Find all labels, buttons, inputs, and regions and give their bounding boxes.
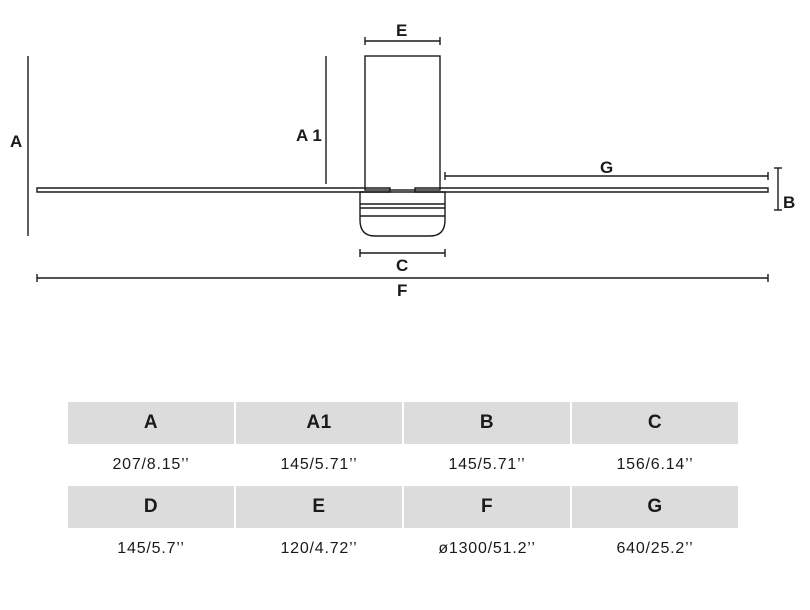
table-value-cell: 207/8.15’’ [112, 456, 190, 473]
table-value-row: 145/5.7’’ 120/4.72’’ ø1300/51.2’’ 640/25… [68, 528, 738, 570]
fan-downrod-housing [364, 55, 441, 191]
table-value-cell: 120/4.72’’ [280, 540, 358, 557]
table-header-cell: B [404, 402, 570, 444]
fan-light-bowl [359, 191, 446, 237]
label-f: F [397, 281, 407, 300]
table-value-cell: 145/5.71’’ [280, 456, 358, 473]
table-value-cell: 156/6.14’’ [616, 456, 694, 473]
label-e: E [396, 21, 407, 40]
table-header-cell: C [572, 402, 738, 444]
label-a1: A 1 [296, 126, 322, 145]
label-c: C [396, 256, 408, 275]
fan-dimension-diagram: A A 1 E G B C F [10, 21, 795, 300]
table-value-cell: ø1300/51.2’’ [438, 540, 536, 557]
table-header-row: D E F G [68, 486, 738, 528]
table-value-row: 207/8.15’’ 145/5.71’’ 145/5.71’’ 156/6.1… [68, 444, 738, 486]
table-header-cell: A [68, 402, 234, 444]
table-header-cell: D [68, 486, 234, 528]
table-header-cell: E [236, 486, 402, 528]
fan-blade-left [36, 187, 391, 193]
table-header-cell: G [572, 486, 738, 528]
dimension-table: A A1 B C 207/8.15’’ 145/5.71’’ 145/5.71’… [66, 402, 740, 570]
table-header-cell: F [404, 486, 570, 528]
table-value-cell: 145/5.71’’ [448, 456, 526, 473]
table-header-row: A A1 B C [68, 402, 738, 444]
table-value-cell: 145/5.7’’ [117, 540, 185, 557]
table-value-cell: 640/25.2’’ [616, 540, 694, 557]
fan-blade-right [414, 187, 769, 193]
label-a: A [10, 132, 22, 151]
label-b: B [783, 193, 795, 212]
label-g: G [600, 158, 613, 177]
table-header-cell: A1 [236, 402, 402, 444]
